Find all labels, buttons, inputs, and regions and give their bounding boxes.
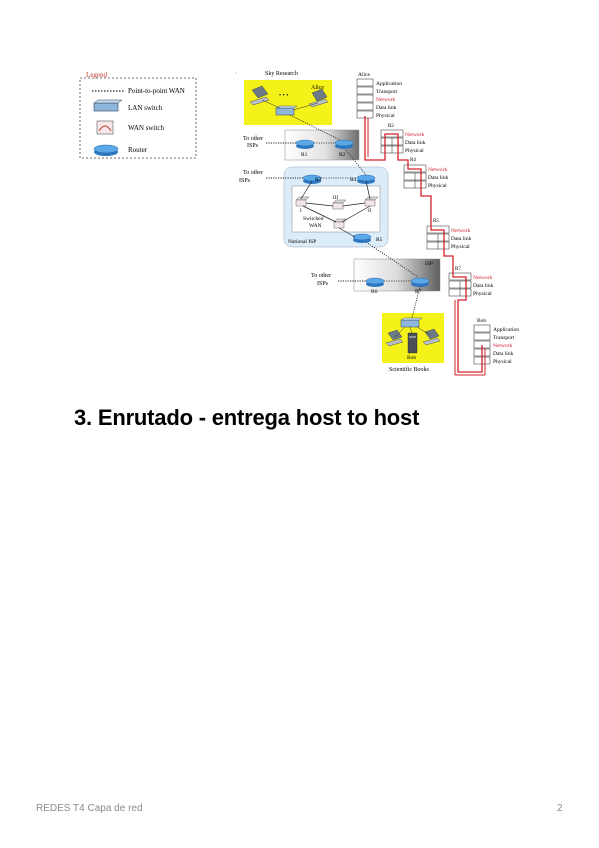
router-r6-label: R6 <box>371 289 378 295</box>
legend-item-lan: LAN switch <box>128 104 163 112</box>
r5-layer-physical: Physical <box>451 244 470 250</box>
switched-wan-label-1: Switched <box>303 216 324 222</box>
wan-switch-iii-label: III <box>333 196 338 201</box>
alice-layer-application: Application <box>376 81 402 87</box>
router-r6 <box>365 277 385 287</box>
network-layer-path <box>364 116 483 373</box>
to-other-isps-3b: ISPs <box>317 281 329 287</box>
r7-layer-network: Network <box>473 275 492 281</box>
r5-stack-title: R5 <box>433 219 439 224</box>
router-r2 <box>334 139 354 149</box>
router-r1 <box>295 139 315 149</box>
svg-text:·: · <box>235 71 237 77</box>
legend-item-router: Router <box>128 146 148 154</box>
alice-layer-physical: Physical <box>376 113 395 119</box>
legend-item-wan-switch: WAN switch <box>128 124 164 132</box>
bob-layer-transport: Transport <box>493 335 515 341</box>
to-other-isps-2a: To other <box>243 170 263 176</box>
r4-protocol-stack: R4 Network Data link Physical <box>403 158 449 189</box>
alice-layer-network: Network <box>376 97 395 103</box>
r4-layer-network: Network <box>428 167 447 173</box>
r7-layer-datalink: Data link <box>473 283 494 289</box>
router-r4 <box>356 174 376 184</box>
r5-layer-network: Network <box>451 228 470 234</box>
network-figure: Legend Point-to-point WAN LAN switch WAN… <box>79 71 519 376</box>
bob-layer-datalink: Data link <box>493 351 514 357</box>
bob-tag: Bob <box>407 355 416 361</box>
r2-layer-network: Network <box>405 132 424 138</box>
router-r7 <box>410 277 430 287</box>
server-icon <box>407 332 418 354</box>
isp-label: ISP <box>425 261 433 267</box>
alice-layer-transport: Transport <box>376 89 398 95</box>
r4-layer-datalink: Data link <box>428 175 449 181</box>
laptop-icon <box>422 328 441 346</box>
router-r2-label: R2 <box>339 152 346 158</box>
router-r5 <box>352 233 372 243</box>
to-other-isps-1b: ISPs <box>247 143 259 149</box>
to-other-isps-3a: To other <box>311 273 331 279</box>
alice-tag: Alice <box>311 85 324 91</box>
r2-layer-physical: Physical <box>405 148 424 154</box>
to-other-isps-1a: To other <box>243 136 263 142</box>
r2-layer-datalink: Data link <box>405 140 426 146</box>
legend-title: Legend <box>86 71 107 79</box>
lan-switch-icon <box>93 99 123 112</box>
r7-layer-physical: Physical <box>473 291 492 297</box>
footer-course: REDES T4 Capa de red <box>36 803 143 814</box>
bob-layer-application: Application <box>493 327 519 333</box>
r5-protocol-stack: R5 Network Data link Physical <box>426 219 472 250</box>
lan-switch-sky <box>275 105 298 116</box>
lan-switch-books <box>400 317 423 328</box>
wan-switch-i-label: I <box>300 209 302 214</box>
r2-stack-title: R2 <box>388 124 394 129</box>
router-r1-label: R1 <box>301 152 308 158</box>
alice-protocol-stack: Alice Application Transport Network Data… <box>356 72 402 119</box>
wan-switch-ii-label: II <box>368 209 372 214</box>
laptop-icon <box>385 329 404 347</box>
router-r4-label: R4 <box>350 177 357 183</box>
r7-stack-title: R7 <box>455 267 461 272</box>
sky-research-label: Sky Research <box>265 71 298 77</box>
legend: Legend Point-to-point WAN LAN switch WAN… <box>79 71 197 159</box>
wan-switch-icon <box>96 120 114 135</box>
wan-switch-iii <box>332 199 347 210</box>
to-other-isps-2b: ISPs <box>239 178 251 184</box>
r4-stack-title: R4 <box>410 158 416 163</box>
router-r3-label: R3 <box>315 177 322 183</box>
alice-stack-title: Alice <box>358 72 370 78</box>
router-r5-label: R5 <box>376 237 383 243</box>
scientific-books-label: Scientific Books <box>389 366 429 373</box>
router-icon <box>93 144 119 156</box>
national-isp-label: National ISP <box>288 239 316 245</box>
bob-stack-title: Bob <box>477 318 486 324</box>
ellipsis-dots: • • • <box>279 93 288 99</box>
bob-layer-physical: Physical <box>493 359 512 365</box>
r4-layer-physical: Physical <box>428 183 447 189</box>
alice-laptop-icon <box>249 85 270 106</box>
laptop-icon <box>308 88 329 108</box>
r7-protocol-stack: R7 Network Data link Physical <box>448 267 494 297</box>
r5-layer-datalink: Data link <box>451 236 472 242</box>
legend-item-wan: Point-to-point WAN <box>128 87 185 95</box>
bob-protocol-stack: Bob Application Transport Network Data l… <box>473 318 519 365</box>
page-title: 3. Enrutado - entrega host to host <box>74 405 420 430</box>
switched-wan-label-2: WAN <box>309 223 322 229</box>
footer-page-number: 2 <box>557 803 563 814</box>
bob-layer-network: Network <box>493 343 512 349</box>
r2-protocol-stack: R2 Network Data link Physical <box>380 124 426 154</box>
alice-layer-datalink: Data link <box>376 105 397 111</box>
router-r7-label: R7 <box>415 289 422 295</box>
wan-switch-i <box>295 196 310 207</box>
